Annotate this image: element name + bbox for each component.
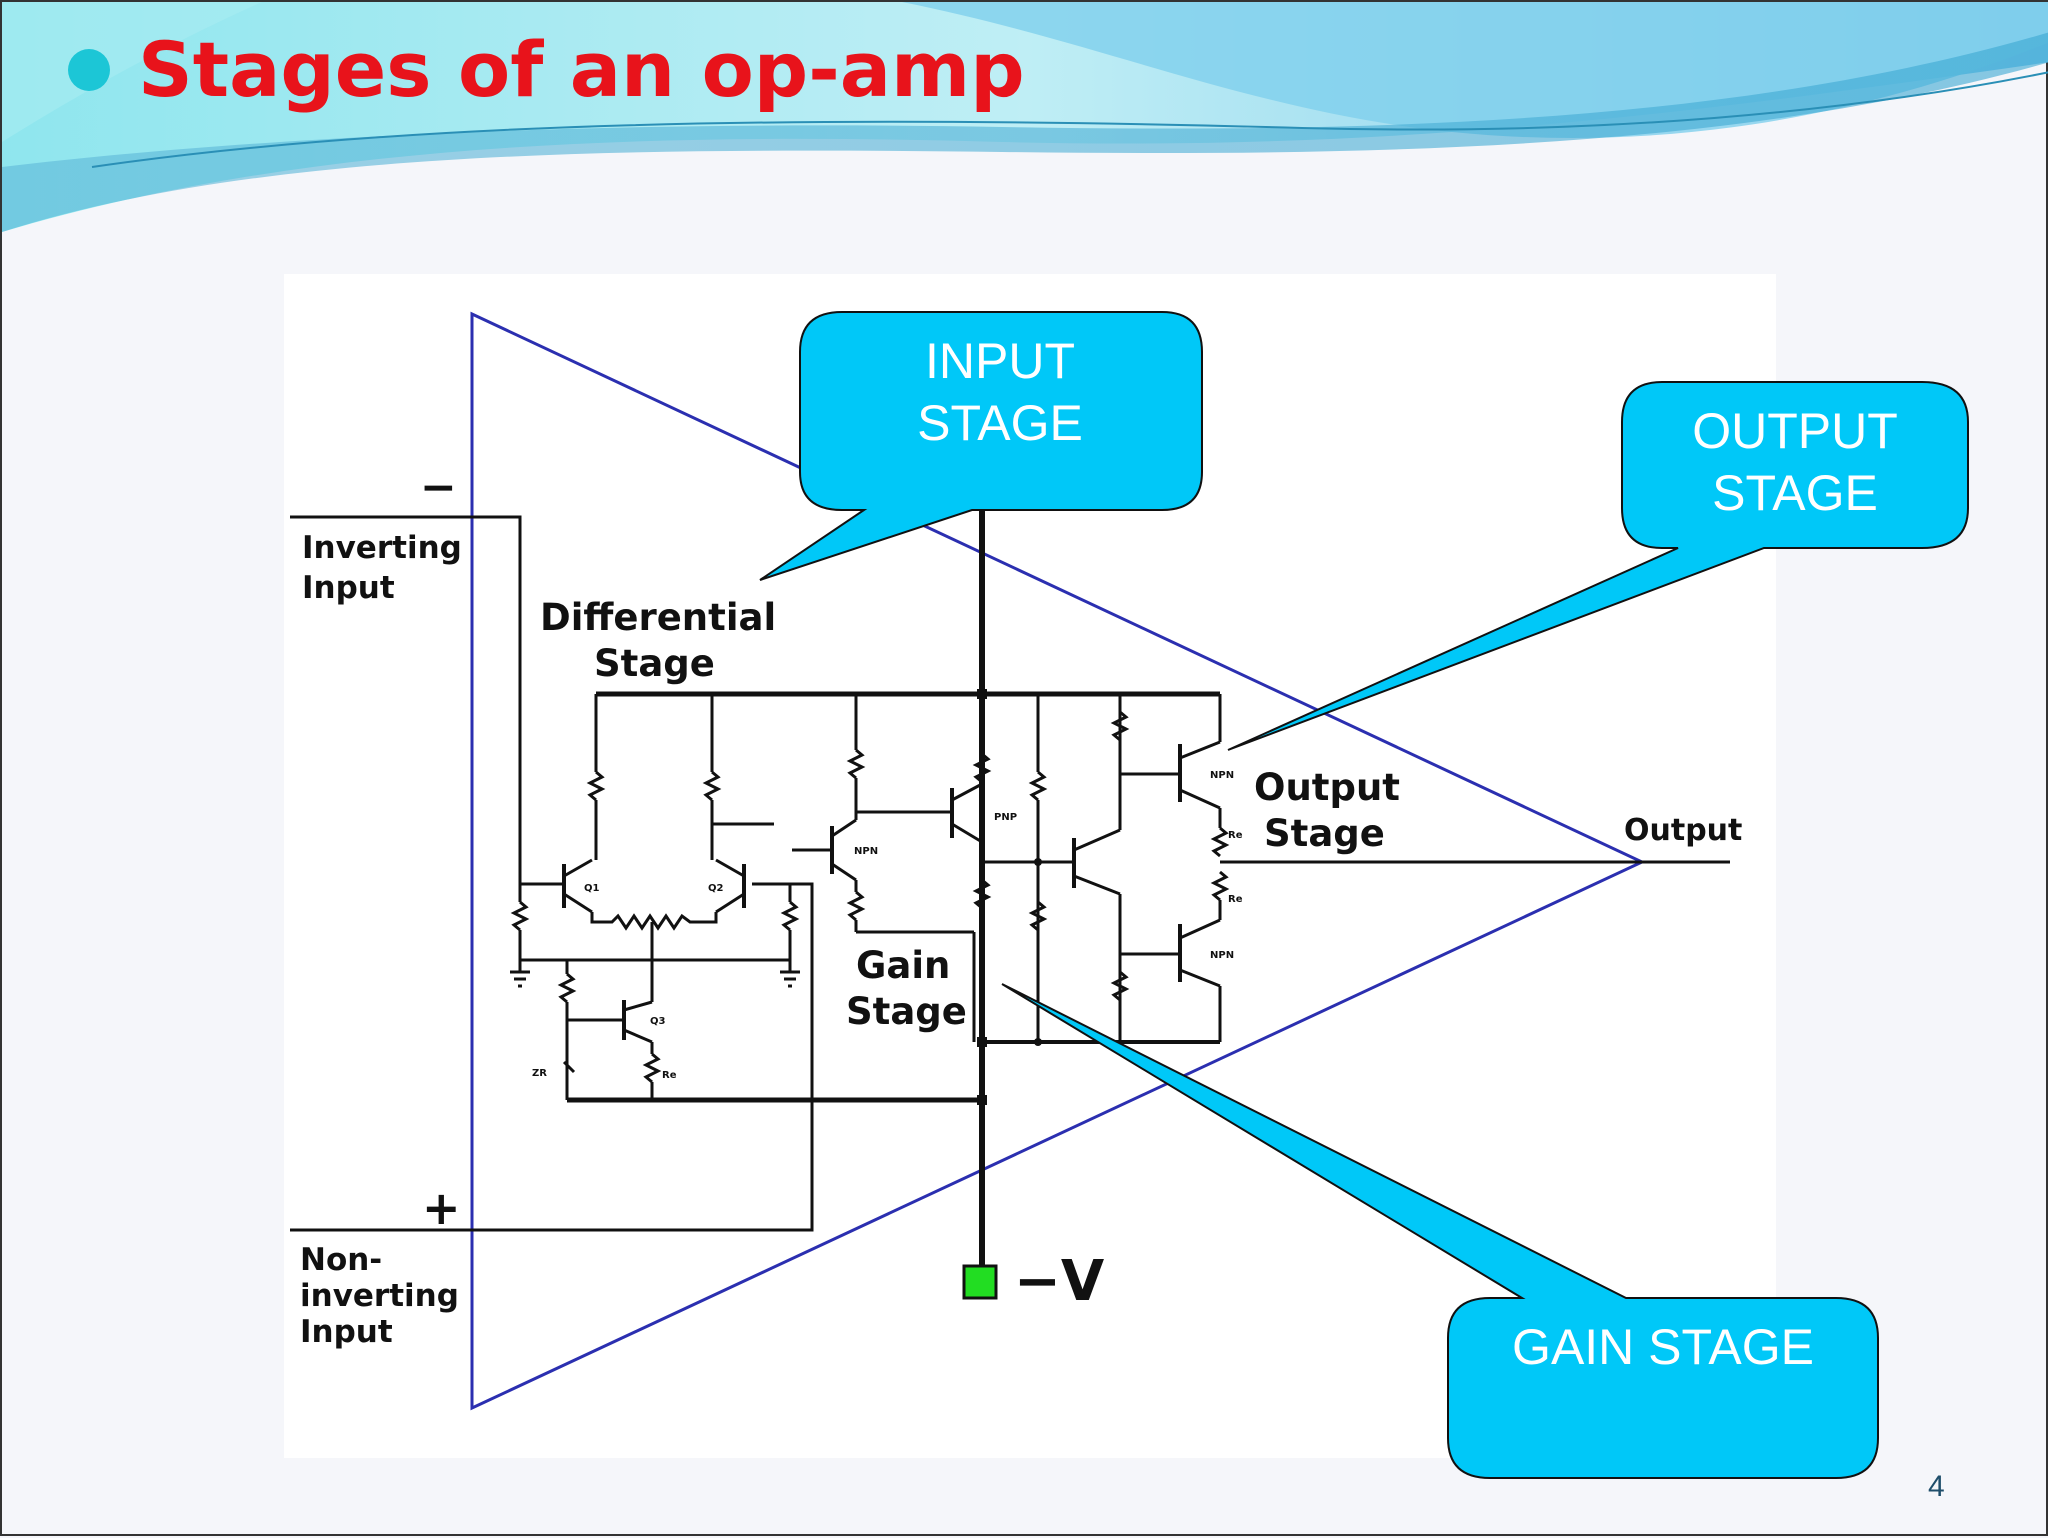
slide-title: Stages of an op-amp — [138, 25, 1025, 114]
differential-stage-label-1: Differential — [540, 596, 776, 639]
gain-stage-label-2: Stage — [846, 990, 967, 1033]
minus-v-label: −V — [1014, 1249, 1105, 1314]
gain-stage-callout: GAIN STAGE — [1001, 983, 1879, 1479]
plus-sign: + — [422, 1181, 461, 1235]
header-waves — [2, 2, 2048, 232]
input-wiring — [290, 515, 814, 1232]
circuit-detail — [510, 694, 1730, 1100]
inverting-input-label-1: Inverting — [302, 530, 462, 566]
noninverting-input-label-2: inverting — [300, 1278, 459, 1314]
noninverting-input-label-3: Input — [300, 1314, 393, 1350]
npn-label-3: NPN — [1210, 950, 1234, 961]
q1-label: Q1 — [584, 883, 600, 894]
output-stage-callout-line1: OUTPUT — [1692, 403, 1898, 459]
re-label-1: Re — [662, 1070, 677, 1081]
output-stage-label-1: Output — [1254, 766, 1400, 809]
npn-label-1: NPN — [854, 846, 878, 857]
input-stage-callout: INPUT STAGE — [759, 311, 1203, 581]
inverting-input-label-2: Input — [302, 570, 395, 606]
op-amp-triangle — [470, 311, 1646, 1411]
gain-stage-callout-text: GAIN STAGE — [1512, 1319, 1814, 1375]
output-stage-label-2: Stage — [1264, 812, 1385, 855]
output-stage-callout: OUTPUT STAGE — [1227, 381, 1969, 751]
output-stage-callout-line2: STAGE — [1712, 465, 1878, 521]
junctions — [977, 689, 1042, 1105]
bullet-icon — [68, 49, 110, 91]
minus-sign: − — [420, 462, 457, 513]
gain-stage-label-1: Gain — [856, 944, 950, 987]
differential-stage-label-2: Stage — [594, 642, 715, 685]
page-number: 4 — [1928, 1470, 1945, 1503]
supply-node — [962, 1264, 998, 1300]
title-row: Stages of an op-amp — [68, 32, 1025, 108]
q2-label: Q2 — [708, 883, 724, 894]
q3-label: Q3 — [650, 1016, 666, 1027]
input-stage-callout-line2: STAGE — [917, 395, 1083, 451]
zr-label: ZR — [532, 1068, 547, 1079]
noninverting-input-label-1: Non- — [300, 1242, 382, 1278]
re-label-2: Re — [1228, 830, 1243, 841]
output-label: Output — [1624, 813, 1742, 848]
pnp-label: PNP — [994, 812, 1017, 823]
re-label-3: Re — [1228, 894, 1243, 905]
npn-label-2: NPN — [1210, 770, 1234, 781]
input-stage-callout-line1: INPUT — [925, 333, 1075, 389]
